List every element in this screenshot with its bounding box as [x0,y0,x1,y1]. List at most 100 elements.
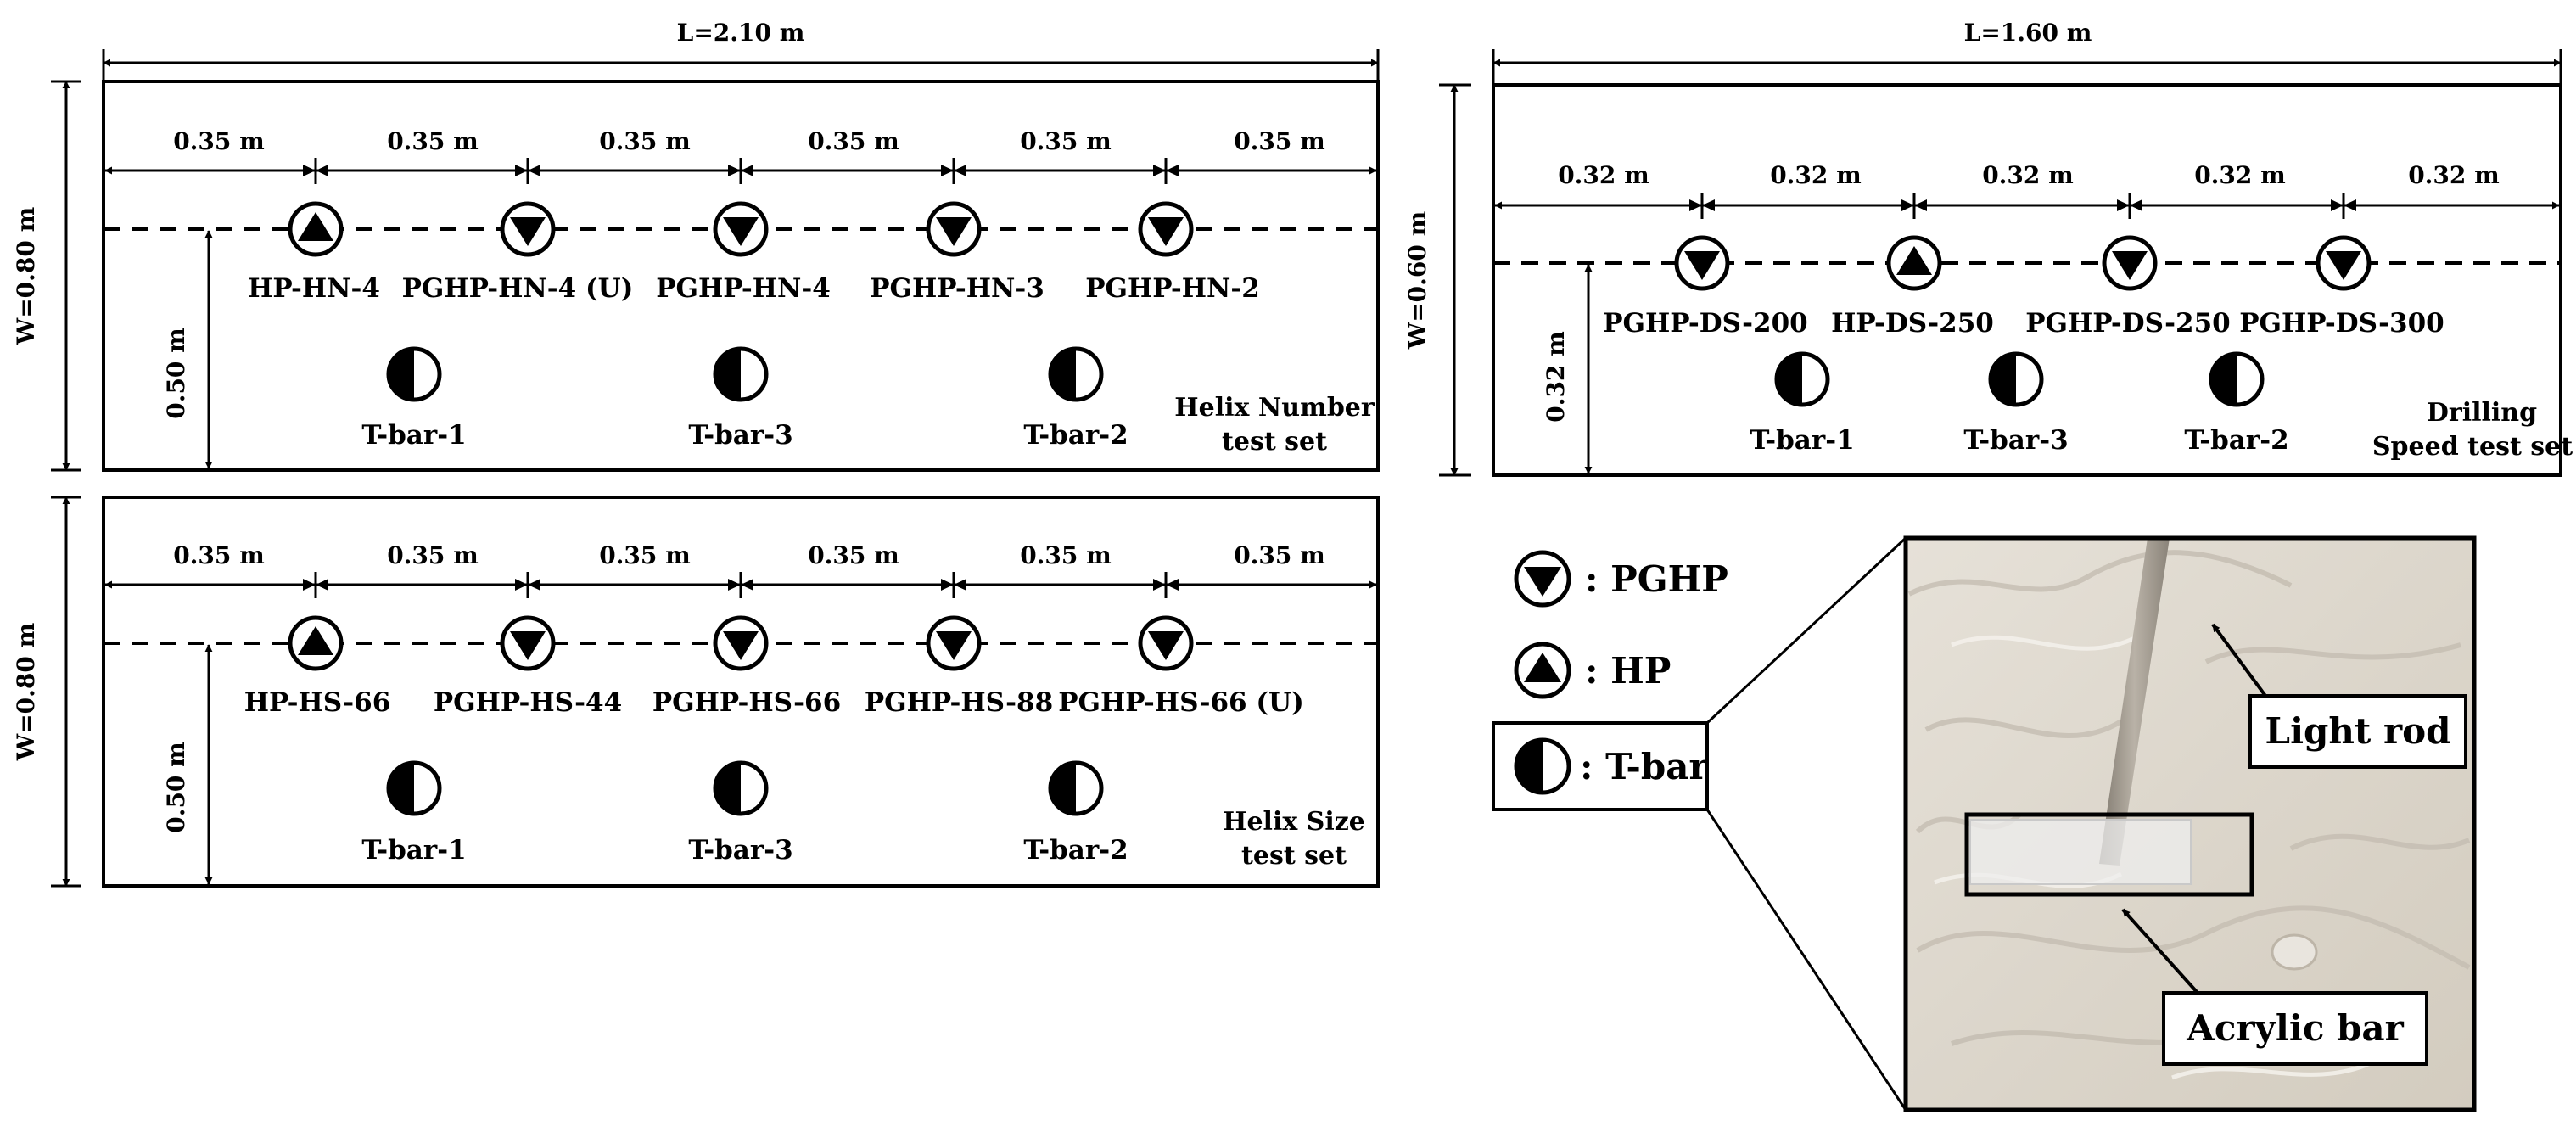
pghp-icon [1138,201,1194,257]
tank-outline [1492,83,2562,477]
pile-label: PGHP-HS-66 (U) [1058,687,1304,718]
tbar-photo: Light rod Acrylic bar [1903,535,2477,1112]
zoom-connector-line [1705,809,1907,1111]
pile-label: PGHP-DS-300 [2239,308,2444,339]
tbar-label: T-bar-3 [688,420,792,451]
pghp-icon [500,615,556,671]
clay-droplet [2271,933,2318,971]
tbar-icon [386,760,442,816]
pile-label: PGHP-HS-88 [865,687,1053,718]
panel-title: Helix Number [1174,393,1375,423]
overall-length-label: L=1.60 m [1964,19,2092,47]
tbar-label: T-bar-1 [361,835,466,866]
light-rod [2099,538,2170,866]
spacing-label: 0.35 m [387,127,479,155]
pile-label: PGHP-DS-200 [1603,308,1808,339]
tbar-icon [1048,346,1104,402]
pile-label: HP-DS-250 [1831,308,1994,339]
pile-label: PGHP-HN-4 (U) [402,273,634,304]
panel-title: Speed test set [2372,432,2573,462]
tbar-icon [1048,760,1104,816]
tbar-label: T-bar-3 [1963,425,2068,456]
tank-outline [102,496,1380,888]
pghp-icon [1138,615,1194,671]
tbar-label: T-bar-3 [688,835,792,866]
panel-title: test set [1241,841,1347,871]
tbar-icon [2209,351,2265,407]
tbar-label: T-bar-2 [1023,835,1128,866]
light-rod-callout-box [2248,694,2467,769]
spacing-ticks [1700,193,2345,219]
tbar-icon [1514,737,1571,795]
panel-title: Drilling [2427,398,2537,428]
pghp-icon [713,201,769,257]
spacing-label: 0.32 m [2408,161,2500,189]
pghp-icon [500,201,556,257]
callout-arrow [2211,623,2267,698]
pghp-icon [713,615,769,671]
spacing-label: 0.35 m [387,541,479,569]
helix-size-panel: W=0.80 m 0.35 m 0.35 m 0.35 m 0.35 m 0.3… [12,496,1380,888]
spacing-label: 0.35 m [1234,127,1325,155]
spacing-label: 0.35 m [808,541,899,569]
acrylic-bar-highlight-box [1964,812,2254,897]
spacing-label: 0.35 m [1234,541,1325,569]
offset-label: 0.50 m [162,328,190,419]
tbar-label: T-bar-1 [361,420,466,451]
pile-label: PGHP-HS-66 [652,687,841,718]
tbar-icon [1988,351,2044,407]
pile-label: PGHP-HN-4 [656,273,831,304]
tbar-icon [713,346,769,402]
width-label: W=0.80 m [12,207,40,345]
tank-outline [102,80,1380,472]
acrylic-bar [1969,819,2192,885]
spacing-label: 0.32 m [1982,161,2074,189]
pile-label: PGHP-HN-2 [1085,273,1260,304]
zoom-connector-line [1705,536,1907,725]
spacing-label: 0.35 m [599,127,691,155]
width-label: W=0.60 m [1403,211,1431,350]
hp-icon [1514,642,1571,699]
width-label: W=0.80 m [12,623,40,761]
pghp-icon [1514,550,1571,608]
tbar-label: T-bar-1 [1750,425,1854,456]
spacing-ticks [314,572,1168,598]
spacing-label: 0.32 m [1558,161,1649,189]
symbol-legend: : PGHP : HP : T-bar [1492,550,1728,811]
spacing-label: 0.32 m [1770,161,1862,189]
tbar-icon [1774,351,1830,407]
hp-icon [288,615,344,671]
pile-label: HP-HN-4 [248,273,380,304]
spacing-label: 0.32 m [2194,161,2286,189]
spacing-label: 0.35 m [173,541,265,569]
spacing-label: 0.35 m [599,541,691,569]
spacing-arrowheads [303,165,1179,176]
spacing-arrowheads [303,579,1179,591]
callout-arrow [2121,908,2199,995]
pghp-icon [2102,235,2158,291]
drilling-speed-panel: L=1.60 m W=0.60 m 0.32 m 0.32 m 0.32 m 0… [1403,19,2573,477]
spacing-label: 0.35 m [173,127,265,155]
spacing-label: 0.35 m [1020,541,1112,569]
tbar-icon [713,760,769,816]
tbar-label: T-bar-2 [2184,425,2288,456]
photo-frame [1903,535,2477,1112]
spacing-label: 0.35 m [808,127,899,155]
offset-label: 0.50 m [162,742,190,833]
spacing-ticks [314,158,1168,184]
hp-icon [288,201,344,257]
helix-number-panel: L=2.10 m W=0.80 m 0.35 m 0.35 m 0.35 m 0… [12,19,1380,472]
pile-label: PGHP-HN-3 [870,273,1044,304]
spacing-label: 0.35 m [1020,127,1112,155]
tbar-icon [386,346,442,402]
spacing-arrowheads [1689,199,2356,211]
legend-label-hp: : HP [1585,650,1671,692]
pghp-icon [926,201,982,257]
hp-icon [1886,235,1942,291]
overall-length-label: L=2.10 m [677,19,805,47]
pghp-icon [2316,235,2372,291]
pile-label: HP-HS-66 [244,687,391,718]
acrylic-bar-label: Acrylic bar [2186,1007,2404,1049]
legend-label-tbar: : T-bar [1580,746,1708,787]
